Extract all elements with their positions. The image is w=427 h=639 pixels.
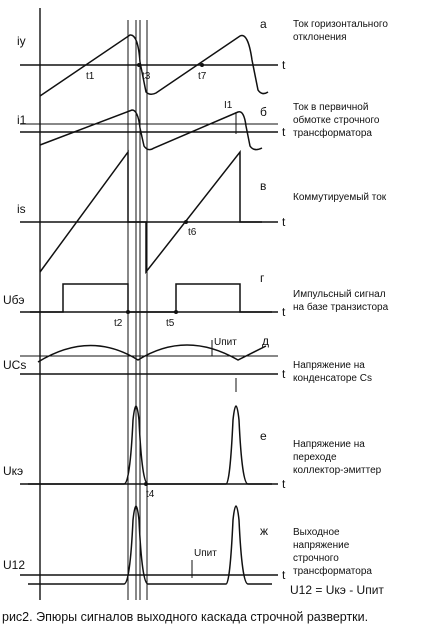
svg-text:трансформатора: трансформатора	[293, 565, 372, 577]
svg-text:Ток горизонтального: Ток горизонтального	[293, 19, 388, 30]
marker-t6: t6	[188, 227, 197, 238]
signal-label-b: i1	[17, 113, 27, 127]
marker-I1: I1	[224, 100, 233, 111]
svg-text:отклонения: отклонения	[293, 32, 347, 43]
waveform-b	[39, 109, 263, 151]
axis-t-labels: t t t t t t t	[282, 58, 286, 582]
svg-text:Напряжение на: Напряжение на	[293, 360, 365, 371]
waveform-c	[39, 149, 262, 275]
formula: U12 = Uкэ - Uпит	[290, 583, 384, 597]
svg-text:Выходное: Выходное	[293, 527, 340, 538]
svg-text:переходе: переходе	[293, 452, 337, 463]
figure-caption: рис2. Эпюры сигналов выходного каскада с…	[2, 610, 369, 624]
svg-text:t: t	[282, 305, 286, 319]
upit-label-g: Uпит	[194, 548, 217, 559]
svg-text:Коммутируемый ток: Коммутируемый ток	[293, 192, 387, 203]
description-f: Напряжение на переходе коллектор-эмиттер	[293, 439, 382, 476]
svg-text:t: t	[282, 477, 286, 491]
marker-t3: t3	[142, 71, 151, 82]
svg-text:t: t	[282, 215, 286, 229]
marker-t4: t4	[146, 489, 155, 500]
panel-letter-a: а	[260, 17, 267, 31]
marker-t5: t5	[166, 318, 175, 329]
signal-label-d: Uбэ	[3, 293, 25, 307]
svg-text:t: t	[282, 367, 286, 381]
svg-text:напряжение: напряжение	[293, 540, 350, 551]
svg-text:t: t	[282, 125, 286, 139]
panel-letter-e: д	[262, 334, 269, 348]
signal-label-a: iy	[17, 34, 26, 48]
waveform-d	[30, 283, 272, 313]
svg-text:t: t	[282, 568, 286, 582]
upit-label-e: Uпит	[214, 337, 237, 348]
svg-text:на базе транзистора: на базе транзистора	[293, 301, 389, 313]
reference-lines	[127, 20, 148, 600]
marker-t1: t1	[86, 71, 95, 82]
waveform-g	[28, 505, 272, 585]
panel-letter-g: ж	[260, 524, 268, 538]
description-b: Ток в первичной обмотке строчного трансф…	[293, 102, 380, 139]
marker-t7: t7	[198, 71, 207, 82]
description-g: Выходное напряжение строчного трансформа…	[293, 527, 372, 577]
signal-label-e: UCs	[3, 358, 26, 372]
panel-letter-c: в	[260, 179, 266, 193]
panel-letter-b: б	[260, 105, 267, 119]
svg-text:коллектор-эмиттер: коллектор-эмиттер	[293, 465, 382, 476]
description-d: Импульсный сигнал на базе транзистора	[293, 289, 389, 313]
description-e: Напряжение на конденсаторе Cs	[293, 360, 372, 384]
svg-text:Импульсный сигнал: Импульсный сигнал	[293, 289, 386, 300]
description-a: Ток горизонтального отклонения	[293, 19, 388, 43]
svg-text:Ток в первичной: Ток в первичной	[293, 102, 368, 113]
panel-letter-f: е	[260, 429, 267, 443]
waveform-e	[37, 344, 267, 363]
svg-text:t: t	[282, 58, 286, 72]
svg-text:Напряжение на: Напряжение на	[293, 439, 365, 450]
panel-letter-d: г	[260, 271, 265, 285]
waveform-a	[39, 34, 269, 97]
signal-label-g: U12	[3, 558, 25, 572]
description-c: Коммутируемый ток	[293, 192, 387, 203]
svg-text:строчного: строчного	[293, 553, 339, 564]
svg-text:конденсаторе Cs: конденсаторе Cs	[293, 373, 372, 384]
signal-label-f: Uкэ	[3, 464, 23, 478]
svg-text:обмотке строчного: обмотке строчного	[293, 114, 380, 126]
signal-label-c: is	[17, 202, 26, 216]
svg-text:трансформатора: трансформатора	[293, 127, 372, 139]
waveform-f	[28, 405, 272, 485]
marker-t2: t2	[114, 318, 123, 329]
